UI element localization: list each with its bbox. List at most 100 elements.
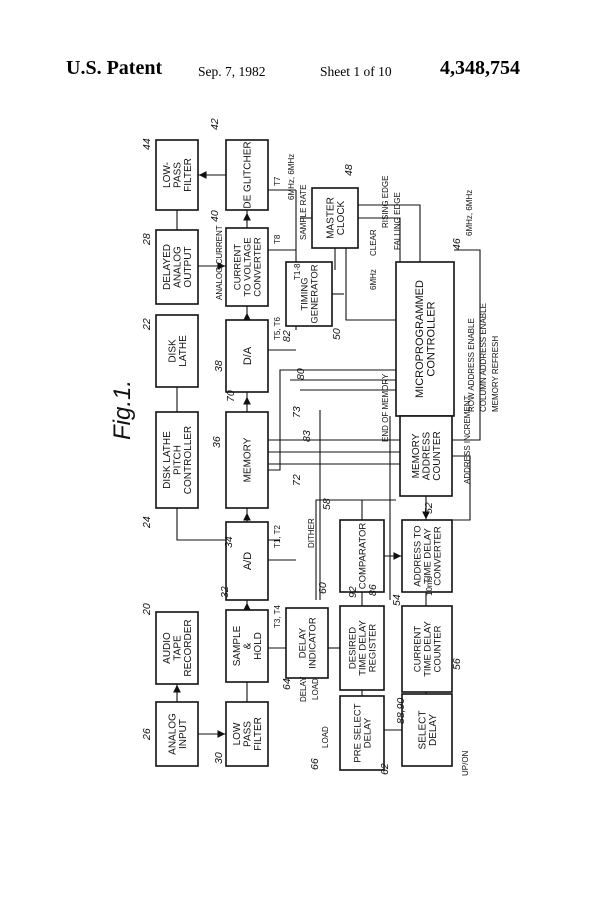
block-label: LOW	[232, 722, 243, 745]
block-label: INPUT	[178, 719, 189, 749]
block-border	[339, 519, 385, 593]
wire	[315, 499, 396, 600]
signal-label-t5t6: T5, T6	[273, 316, 282, 340]
ref-number: 32	[219, 586, 231, 598]
ref-number: 60	[317, 582, 329, 594]
block-label: LOW-	[162, 162, 173, 188]
block-border	[155, 314, 199, 388]
block-label: CONVERTER	[252, 237, 263, 297]
block-label: COUNTER	[432, 431, 443, 480]
ref-number: 72	[291, 474, 303, 486]
signal-label-t1-8: T1-8	[293, 263, 302, 280]
patent-title: U.S. Patent	[66, 57, 163, 79]
wire	[452, 455, 471, 521]
block-label: DELAY	[297, 627, 308, 658]
signal-label-t7: T7	[273, 176, 282, 186]
signal-label-rising-edge: RISING EDGE	[381, 176, 390, 228]
signal-label-row-addr: ROW ADDRESS ENABLE	[467, 318, 476, 412]
signal-label-falling-edge: FALLING EDGE	[393, 192, 402, 250]
arrow-head	[198, 171, 207, 179]
block-label: PASS	[173, 162, 184, 188]
block-label: DISK	[167, 339, 178, 363]
block-label: TIME DELAY	[357, 619, 368, 675]
block-border	[339, 605, 385, 691]
block-label: MICROPROGRAMMED	[414, 280, 426, 398]
ref-number: 22	[141, 318, 153, 331]
block-border	[311, 187, 359, 249]
block-label: DELAY	[428, 714, 439, 746]
block-label: ANALOG	[173, 246, 184, 288]
ref-number: 56	[451, 658, 463, 670]
block-ad: A/D	[225, 521, 269, 601]
arrow-head	[422, 511, 430, 520]
block-deglitcher: DE GLITCHER	[225, 139, 269, 211]
labels: Fig.1.4442284048223850824624367073837234…	[109, 118, 500, 776]
ref-number: 70	[225, 390, 237, 402]
ref-number: 64	[281, 678, 293, 690]
ref-number: 20	[141, 603, 153, 616]
ref-number: 52	[423, 502, 435, 514]
ref-number: 48	[343, 164, 355, 176]
signal-label-clk-6mhz-c: 6MHz	[369, 269, 378, 290]
ref-number: 24	[141, 516, 153, 529]
ref-number: 26	[141, 728, 153, 741]
wire	[358, 217, 401, 262]
wires	[173, 171, 481, 738]
ref-number: 54	[391, 594, 403, 606]
arrow-head	[243, 512, 251, 521]
arrow-head	[217, 730, 226, 738]
block-label: PASS	[243, 721, 254, 747]
signal-label-col-addr: COLUMN ADDRESS ENABLE	[479, 303, 488, 412]
block-border	[155, 139, 199, 211]
arrow-head	[243, 212, 251, 221]
wire	[358, 204, 421, 262]
block-border	[155, 701, 199, 767]
ref-number: 36	[211, 436, 223, 448]
figure-label: Fig.1.	[109, 380, 136, 440]
sheet-number: Sheet 1 of 10	[320, 64, 392, 79]
block-border	[401, 605, 453, 693]
block-label: COMPARATOR	[357, 523, 368, 590]
block-border	[155, 611, 199, 685]
ref-number: 92	[347, 586, 359, 598]
block-label: FILTER	[183, 158, 194, 192]
ref-number: 28	[141, 233, 153, 246]
block-label: CONVERTER	[432, 526, 443, 586]
ref-number: 83	[301, 430, 313, 442]
ref-number: 86	[367, 584, 379, 596]
block-border	[401, 693, 453, 767]
ref-number: 62	[379, 763, 391, 775]
ref-number: 40	[209, 210, 221, 222]
ref-number: 46	[451, 238, 463, 250]
block-border	[225, 701, 269, 767]
block-label: AUDIO	[162, 632, 173, 664]
wire	[268, 369, 396, 471]
signal-label-delay-load2: LOAD	[311, 678, 320, 700]
block-label: REGISTER	[367, 624, 378, 673]
block-label: CONTROLLER	[183, 426, 194, 494]
ref-number: 44	[141, 138, 153, 150]
signal-label-t1t2: T1, T2	[273, 524, 282, 548]
block-label: TIME DELAY	[422, 527, 433, 583]
block-border	[399, 415, 453, 497]
block-label: CLOCK	[336, 200, 347, 235]
block-label: CURRENT	[232, 244, 243, 291]
block-label: ADDRESS TO	[412, 525, 423, 586]
block-label: SELECT	[417, 711, 428, 750]
block-border	[225, 411, 269, 509]
